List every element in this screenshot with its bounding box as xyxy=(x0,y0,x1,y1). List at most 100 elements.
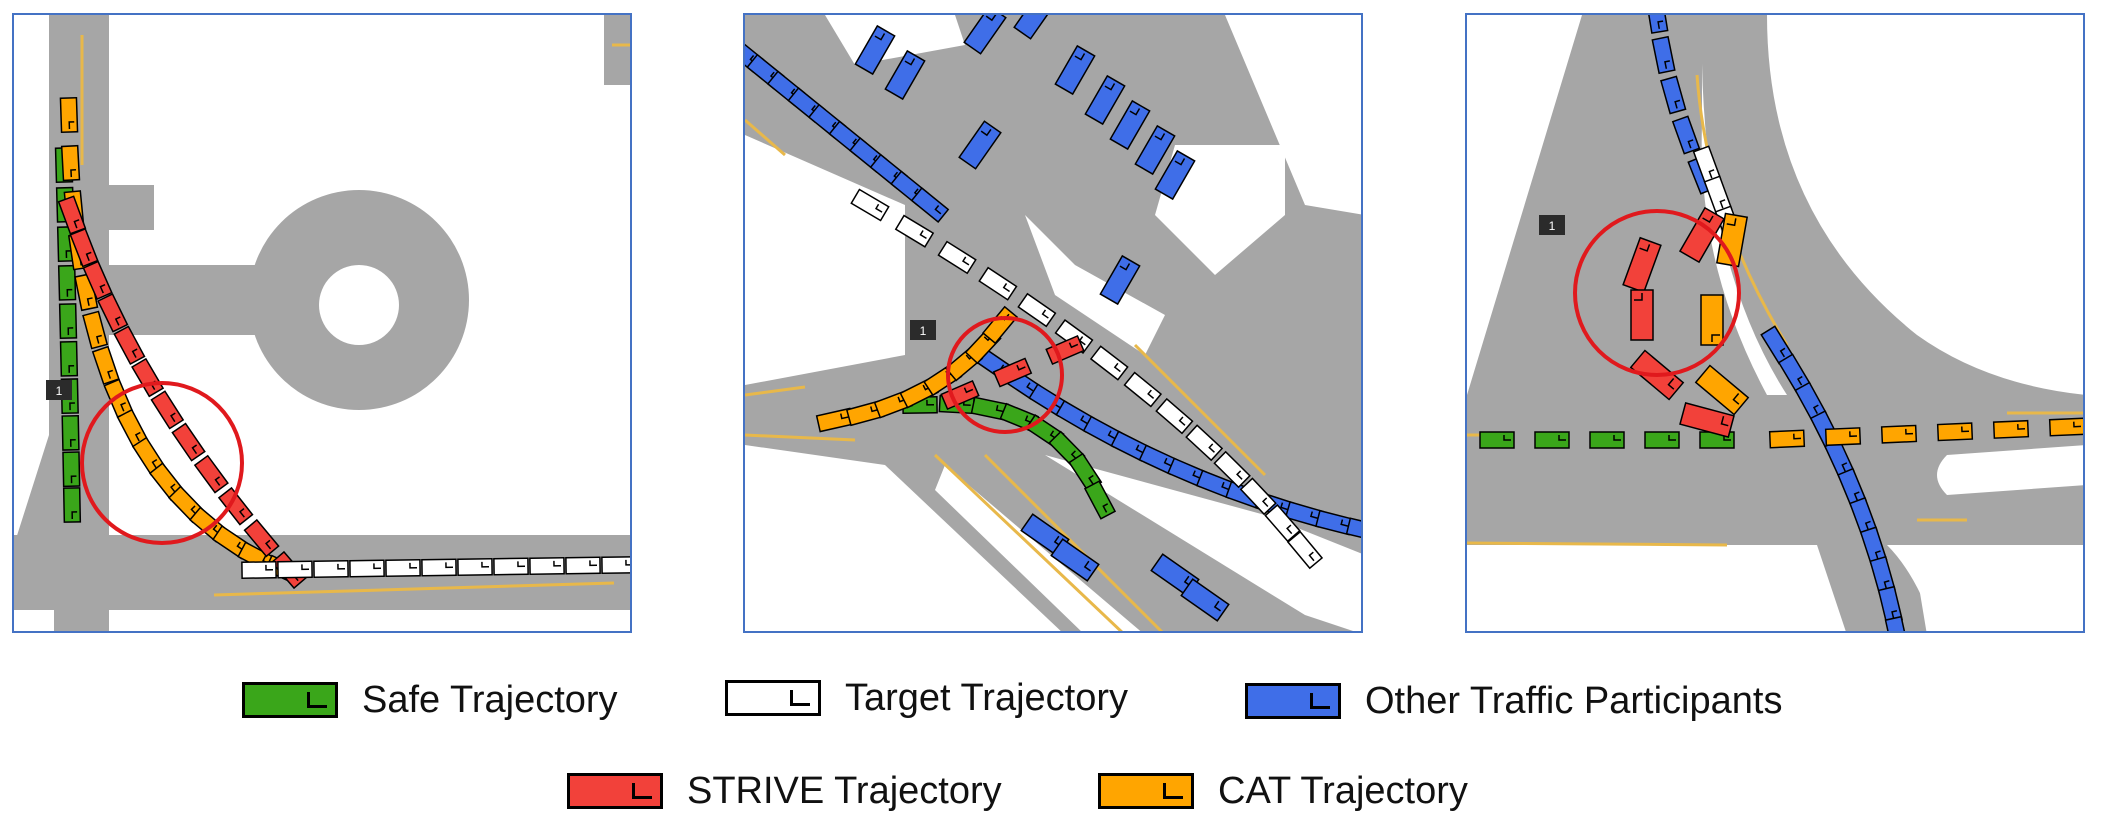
agent-marker: 1 xyxy=(910,320,936,340)
agent-marker-label: 1 xyxy=(56,384,63,398)
other-vehicle-box xyxy=(1884,615,1910,631)
strive-vehicle-box xyxy=(82,260,113,301)
target-vehicle-box xyxy=(1155,397,1194,435)
cat-vehicle-box xyxy=(1700,294,1724,346)
other-vehicle-box xyxy=(1099,254,1141,306)
collision-circle xyxy=(946,316,1064,434)
target-vehicle-box xyxy=(241,561,277,579)
other-vehicle-box xyxy=(1134,124,1176,176)
target-vehicle-box xyxy=(421,558,457,577)
other-vehicle-box xyxy=(1345,517,1361,543)
safe-vehicle-box xyxy=(61,414,80,451)
target-vehicle-box xyxy=(529,557,565,575)
target-vehicle-box xyxy=(1123,371,1163,408)
strive-vehicle-box xyxy=(171,422,206,462)
target-vehicle-box xyxy=(1017,292,1057,328)
legend-label-target: Target Trajectory xyxy=(845,676,1128,719)
other-vehicle-box xyxy=(1084,74,1126,126)
strive-vehicle-box xyxy=(131,357,165,398)
other-vehicle-box xyxy=(1651,35,1676,75)
strive-vehicle-box xyxy=(97,293,129,333)
target-vehicle-box xyxy=(457,558,493,576)
safe-vehicle-box xyxy=(62,451,81,488)
target-vehicle-box xyxy=(385,559,421,577)
cat-vehicle-box xyxy=(1768,429,1806,449)
other-vehicle-box xyxy=(958,120,1002,170)
strive-vehicle-box xyxy=(1679,401,1735,439)
agent-marker-label: 1 xyxy=(1549,219,1556,233)
strive-vehicle-box xyxy=(193,454,229,494)
legend-item-safe: Safe Trajectory xyxy=(242,678,618,721)
target-vehicle-box xyxy=(937,240,977,275)
cat-vehicle-box xyxy=(1824,427,1862,447)
other-vehicle-box xyxy=(1645,15,1669,34)
strive-vehicle-box xyxy=(150,390,185,430)
other-vehicle-box xyxy=(1050,538,1100,582)
legend-item-cat: CAT Trajectory xyxy=(1098,769,1468,812)
strive-vehicle-box xyxy=(992,357,1033,388)
other-vehicle-box xyxy=(1109,99,1151,151)
target-vehicle-box xyxy=(1213,450,1251,489)
cat-vehicle-box xyxy=(1694,364,1750,416)
safe-vehicle-box xyxy=(1589,431,1625,449)
safe-vehicle-box xyxy=(1534,431,1570,449)
legend-item-target: Target Trajectory xyxy=(725,676,1128,719)
safe-vehicle-box xyxy=(1644,431,1680,449)
other-vehicle-box xyxy=(884,49,926,101)
strive-vehicle-box xyxy=(1630,289,1654,341)
safe-vehicle-box xyxy=(57,264,77,301)
target-vehicle-box xyxy=(850,188,890,222)
target-vehicle-box xyxy=(978,266,1018,301)
cat-trajectory xyxy=(815,305,1019,433)
target-vehicle-box xyxy=(565,556,601,575)
strive-trajectory xyxy=(940,334,1085,411)
scenario-panel-3: 1 xyxy=(1465,13,2085,633)
target-swatch-icon xyxy=(725,680,821,716)
other-vehicle-box xyxy=(910,187,950,223)
target-vehicle-box xyxy=(1185,424,1224,462)
legend-item-strive: STRIVE Trajectory xyxy=(567,769,1002,812)
cat-vehicle-box xyxy=(1715,212,1749,268)
safe-vehicle-box xyxy=(59,340,79,377)
collision-circle xyxy=(80,381,244,545)
strive-swatch-icon xyxy=(567,773,663,809)
target-vehicle-box xyxy=(277,560,313,579)
agent-marker: 1 xyxy=(1539,215,1565,235)
safe-swatch-icon xyxy=(242,682,338,718)
strive-vehicle-box xyxy=(69,227,99,268)
cat-vehicle-box xyxy=(1936,422,1974,442)
target-trajectory xyxy=(850,188,1324,570)
legend-label-other: Other Traffic Participants xyxy=(1365,679,1783,722)
scenario-panel-1: 1 xyxy=(12,13,632,633)
other-vehicle-box xyxy=(1013,15,1057,40)
legend-label-cat: CAT Trajectory xyxy=(1218,769,1468,812)
other-vehicle-box xyxy=(963,15,1007,55)
strive-vehicle-box xyxy=(113,325,146,366)
target-vehicle-box xyxy=(601,556,630,574)
safe-vehicle-box xyxy=(1083,480,1117,520)
target-vehicle-box xyxy=(349,559,385,578)
target-vehicle-box xyxy=(493,557,529,576)
sidewalks xyxy=(745,15,1361,631)
safe-vehicle-box xyxy=(1479,431,1515,449)
strive-vehicle-box xyxy=(940,379,980,411)
cat-vehicle-box xyxy=(91,345,120,386)
cat-vehicle-box xyxy=(82,310,109,350)
cat-swatch-icon xyxy=(1098,773,1194,809)
target-vehicle-box xyxy=(1089,345,1129,381)
target-vehicle-box xyxy=(1239,477,1277,516)
lane-lines xyxy=(80,35,630,597)
legend-label-safe: Safe Trajectory xyxy=(362,678,618,721)
legend-item-other: Other Traffic Participants xyxy=(1245,679,1783,722)
other-swatch-icon xyxy=(1245,683,1341,719)
cat-vehicle-box xyxy=(1992,419,2030,439)
collision-circle xyxy=(1573,209,1741,377)
strive-vehicle-box xyxy=(57,195,87,235)
other-vehicle-box xyxy=(1671,115,1701,155)
legend-label-strive: STRIVE Trajectory xyxy=(687,769,1002,812)
lane-lines xyxy=(745,118,1267,631)
other-vehicle-box xyxy=(1054,44,1096,96)
scenario-map-1: 1 xyxy=(14,15,630,631)
target-trajectory xyxy=(241,556,630,579)
strive-vehicle-box xyxy=(1622,236,1662,294)
